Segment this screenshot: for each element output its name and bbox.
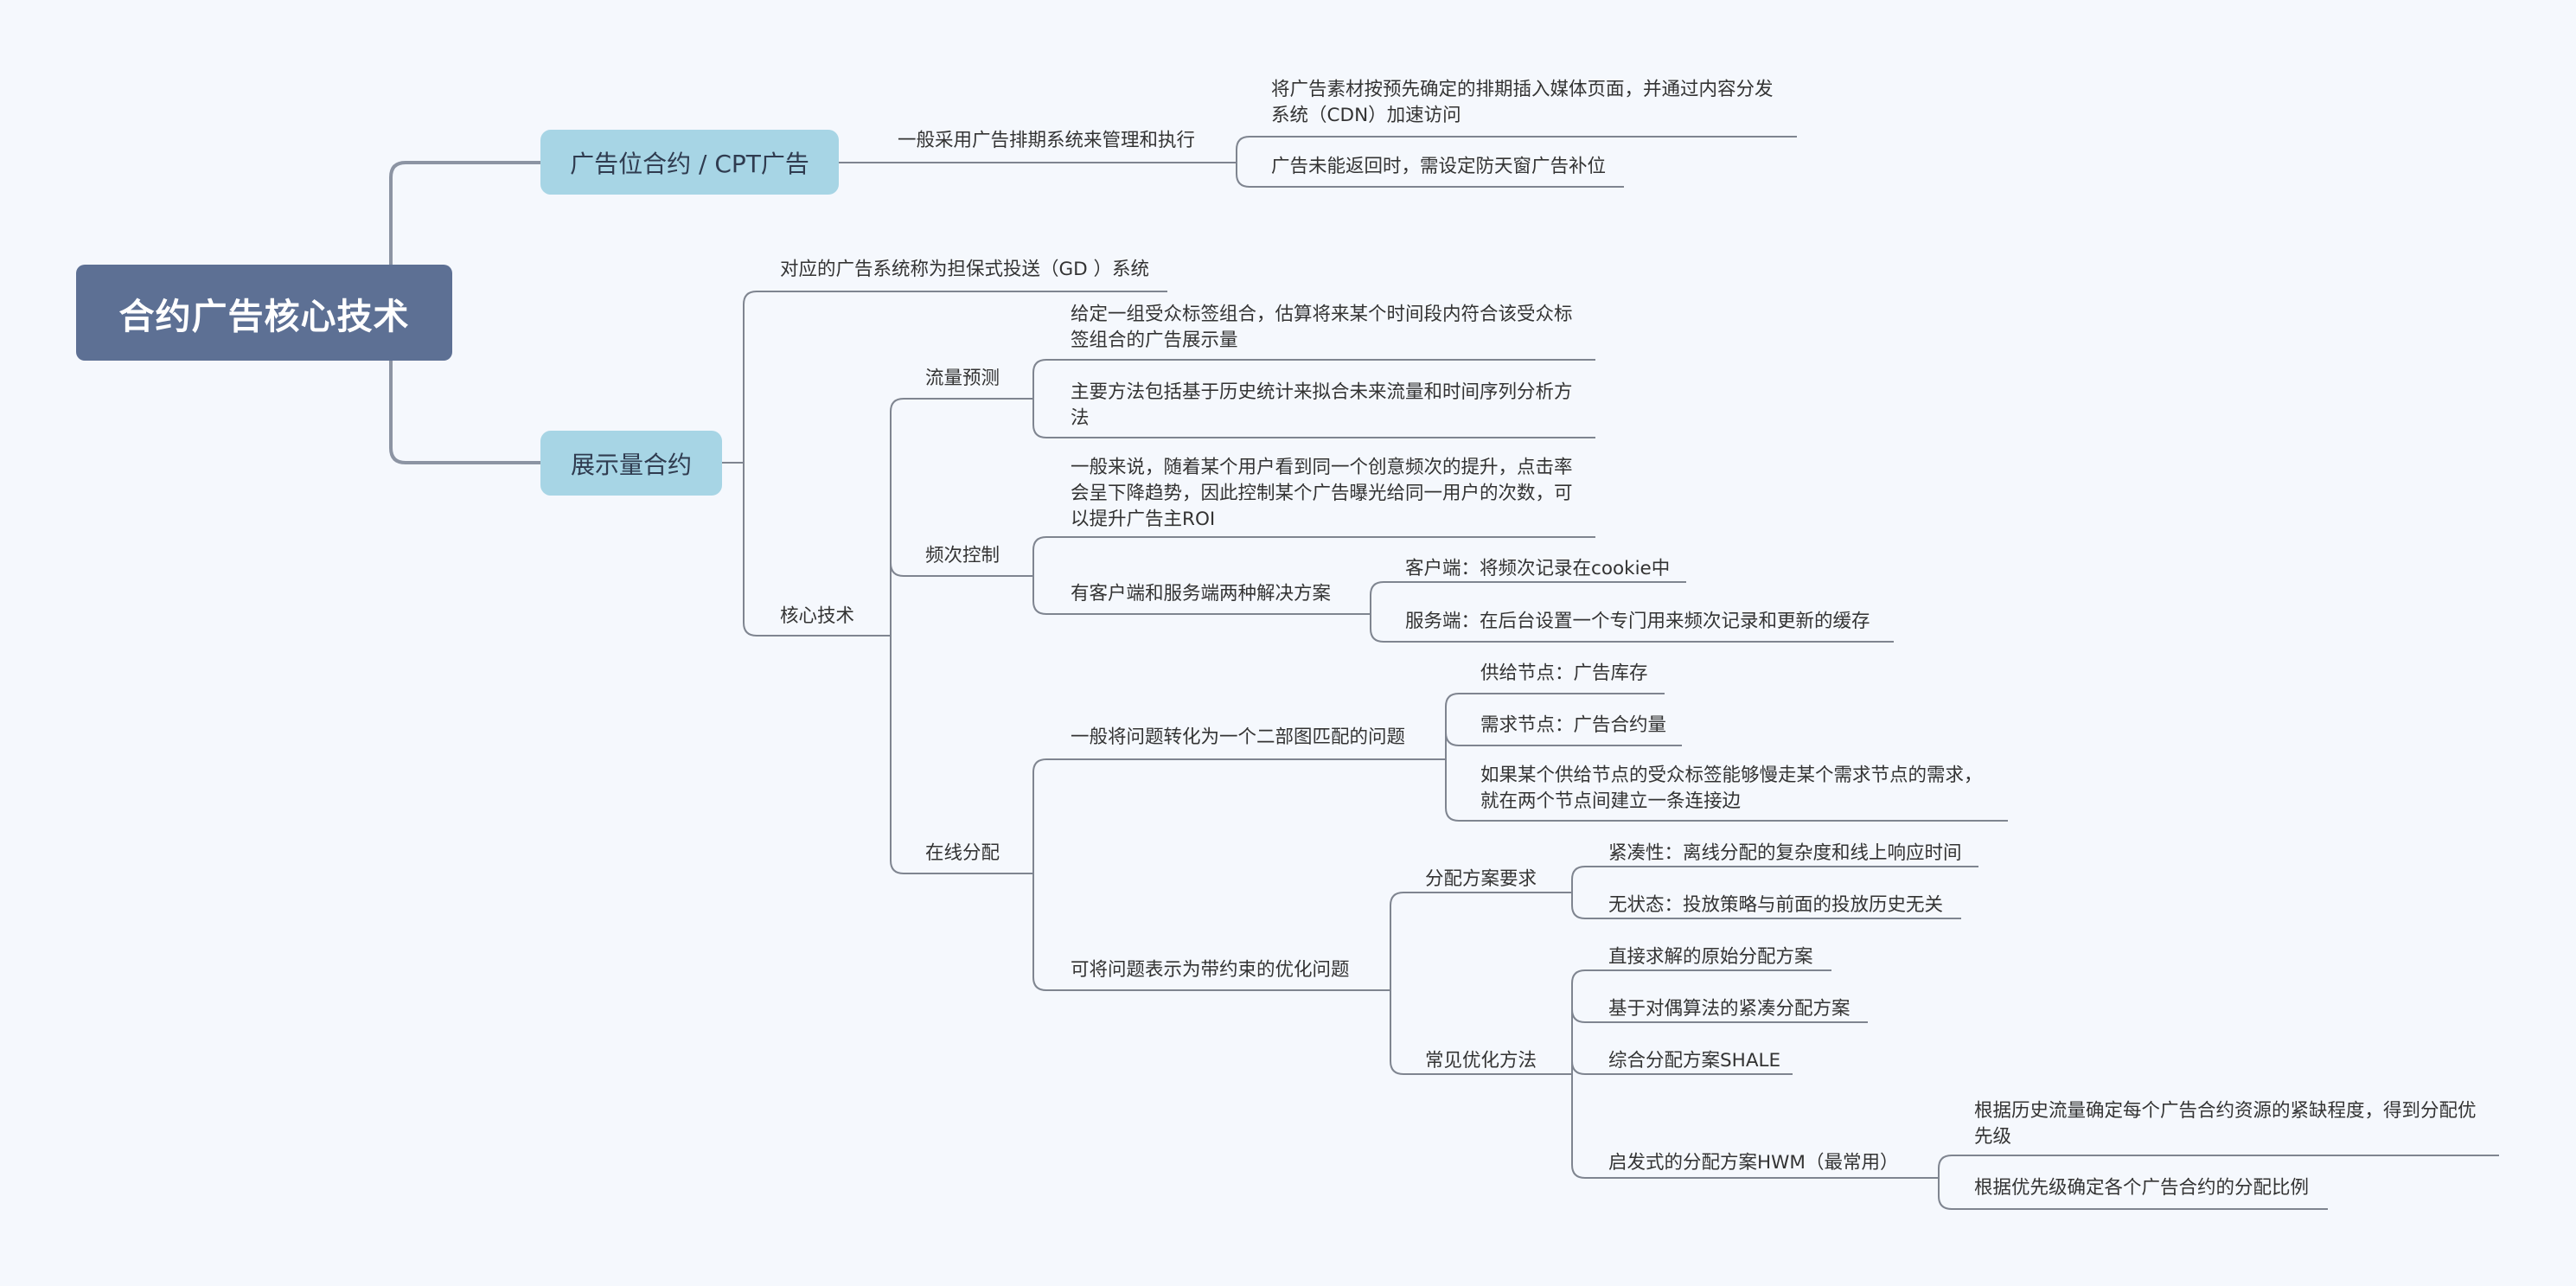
traffic-forecast-method[interactable]: 主要方法包括基于历史统计来拟合未来流量和时间序列分析方法 <box>1071 381 1573 429</box>
frequency-control-topic[interactable]: 频次控制 <box>925 545 1000 566</box>
method-hwm-topic[interactable]: 启发式的分配方案HWM（最常用） <box>1608 1152 1899 1174</box>
method-dual-algorithm[interactable]: 基于对偶算法的紧凑分配方案 <box>1608 998 1851 1020</box>
online-allocation-topic[interactable]: 在线分配 <box>925 842 1000 864</box>
method-shale[interactable]: 综合分配方案SHALE <box>1608 1050 1781 1072</box>
bipartite-matching-topic[interactable]: 一般将问题转化为一个二部图匹配的问题 <box>1071 726 1406 748</box>
method-direct-solution[interactable]: 直接求解的原始分配方案 <box>1608 946 1813 968</box>
edge-rule-topic[interactable]: 如果某个供给节点的受众标签能够慢走某个需求节点的需求，就在两个节点间建立一条连接… <box>1480 765 1983 812</box>
branch-cpt[interactable]: 广告位合约 / CPT广告 <box>540 130 839 195</box>
hwm-priority-step[interactable]: 根据历史流量确定每个广告合约资源的紧缺程度，得到分配优先级 <box>1974 1100 2477 1148</box>
traffic-forecast-definition[interactable]: 给定一组受众标签组合，估算将来某个时间段内符合该受众标签组合的广告展示量 <box>1071 304 1573 351</box>
constrained-optimization-topic[interactable]: 可将问题表示为带约束的优化问题 <box>1071 959 1350 981</box>
gd-system-topic[interactable]: 对应的广告系统称为担保式投送（GD ）系统 <box>780 259 1150 280</box>
requirement-stateless[interactable]: 无状态：投放策略与前面的投放历史无关 <box>1608 894 1944 916</box>
cpt-fallback-topic[interactable]: 广告未能返回时，需设定防天窗广告补位 <box>1271 156 1607 177</box>
root-topic[interactable]: 合约广告核心技术 <box>76 265 452 361</box>
requirement-compactness[interactable]: 紧凑性：离线分配的复杂度和线上响应时间 <box>1608 842 1962 864</box>
core-tech-topic[interactable]: 核心技术 <box>780 605 855 627</box>
branch-impression[interactable]: 展示量合约 <box>540 431 722 496</box>
frequency-solutions-topic[interactable]: 有客户端和服务端两种解决方案 <box>1071 583 1332 605</box>
cpt-manage-topic[interactable]: 一般采用广告排期系统来管理和执行 <box>898 130 1196 151</box>
traffic-forecast-topic[interactable]: 流量预测 <box>925 368 1000 389</box>
demand-node-topic[interactable]: 需求节点：广告合约量 <box>1480 714 1667 736</box>
frequency-server-side[interactable]: 服务端：在后台设置一个专门用来频次记录和更新的缓存 <box>1405 611 1870 632</box>
optimization-methods-topic[interactable]: 常见优化方法 <box>1425 1050 1537 1072</box>
frequency-client-side[interactable]: 客户端：将频次记录在cookie中 <box>1405 558 1671 579</box>
allocation-requirements-topic[interactable]: 分配方案要求 <box>1425 868 1537 890</box>
supply-node-topic[interactable]: 供给节点：广告库存 <box>1480 662 1648 684</box>
cpt-insert-topic[interactable]: 将广告素材按预先确定的排期插入媒体页面，并通过内容分发系统（CDN）加速访问 <box>1271 79 1774 126</box>
hwm-ratio-step[interactable]: 根据优先级确定各个广告合约的分配比例 <box>1974 1177 2310 1199</box>
frequency-control-rationale[interactable]: 一般来说，随着某个用户看到同一个创意频次的提升，点击率会呈下降趋势，因此控制某个… <box>1071 457 1573 530</box>
